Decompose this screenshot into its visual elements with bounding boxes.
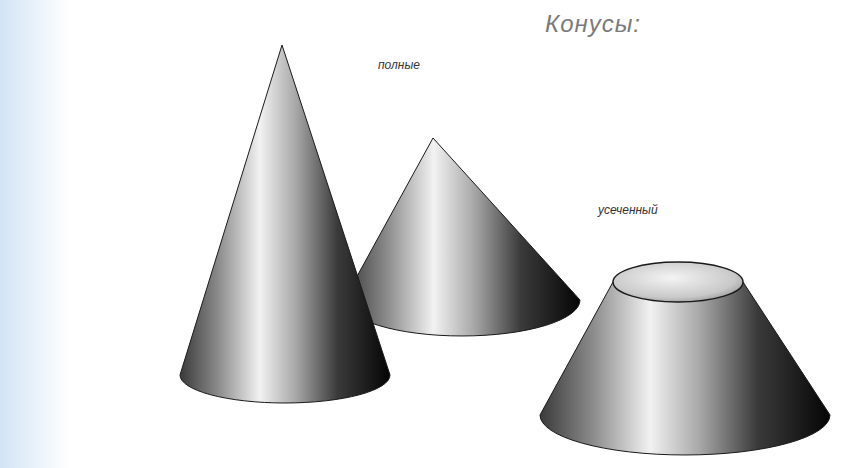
cone-label: усеченный — [598, 203, 658, 217]
full-cone-low — [344, 138, 580, 336]
truncated-cone-top — [613, 262, 743, 302]
full-cone-tall — [180, 45, 390, 403]
edge-tint — [0, 0, 70, 468]
truncated-cone — [540, 282, 830, 455]
cone-label: полные — [378, 58, 420, 72]
title: Конусы: — [545, 10, 641, 38]
